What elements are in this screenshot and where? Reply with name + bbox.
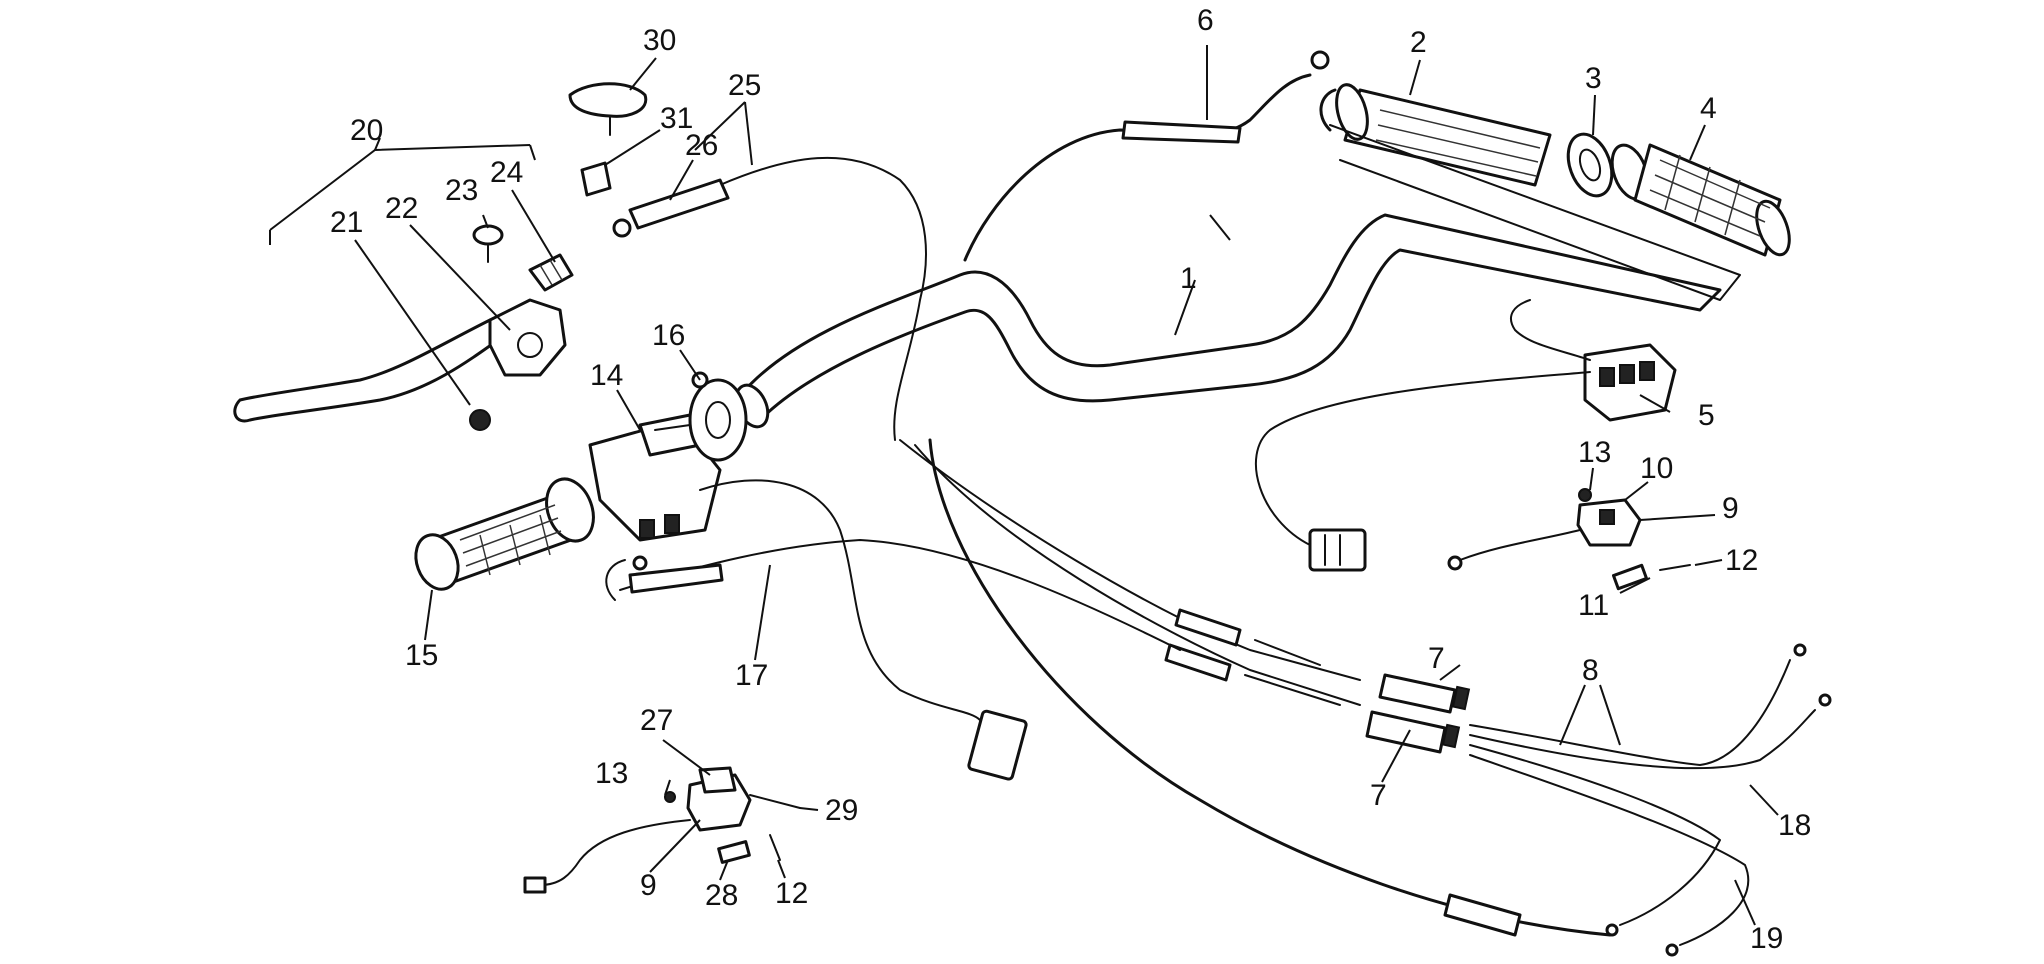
left-switch-harness <box>699 479 1028 781</box>
handlebar <box>734 213 1722 429</box>
callout-21: 21 <box>330 206 363 239</box>
clutch-lever-assembly <box>233 298 567 431</box>
callout-15: 15 <box>405 639 438 672</box>
right-switch-assembly <box>1254 299 1677 572</box>
right-brake-switch <box>1447 488 1691 591</box>
callout-20: 20 <box>350 114 383 147</box>
callout-5: 5 <box>1698 399 1715 432</box>
leader-lines <box>269 45 1779 926</box>
callout-27: 27 <box>640 704 673 737</box>
callout-13-left: 13 <box>595 757 628 790</box>
callout-4: 4 <box>1700 92 1717 125</box>
callout-6: 6 <box>1197 4 1214 37</box>
callouts: 1 2 3 4 5 6 7 7 8 9 9 10 11 12 12 13 13 … <box>330 4 1811 955</box>
callout-1: 1 <box>1180 262 1197 295</box>
callout-23: 23 <box>445 174 478 207</box>
callout-8: 8 <box>1582 654 1599 687</box>
callout-12-right: 12 <box>1725 544 1758 577</box>
left-grip <box>414 477 595 591</box>
lever-adjuster <box>472 224 574 292</box>
callout-29: 29 <box>825 794 858 827</box>
callout-3: 3 <box>1585 62 1602 95</box>
callout-13-right: 13 <box>1578 436 1611 469</box>
left-brake-switch <box>523 766 801 894</box>
callout-9-left: 9 <box>640 869 657 902</box>
callout-11: 11 <box>1578 589 1609 622</box>
callout-17: 17 <box>735 659 768 692</box>
callout-2: 2 <box>1410 26 1427 59</box>
right-grip-rubber <box>1633 143 1791 257</box>
callout-14: 14 <box>590 359 623 392</box>
throttle-clamp <box>688 371 748 462</box>
cap-and-nut <box>568 82 648 197</box>
callout-30: 30 <box>643 24 676 57</box>
callout-16: 16 <box>652 319 685 352</box>
long-cables <box>899 438 1612 937</box>
throttle-grip <box>1319 83 1552 187</box>
cable-adjusters <box>1365 673 1471 754</box>
choke-cable <box>612 156 927 441</box>
callout-10: 10 <box>1640 452 1673 485</box>
callout-24: 24 <box>490 156 523 189</box>
callout-25: 25 <box>728 69 761 102</box>
throttle-cables <box>1469 643 1832 957</box>
callout-7-top: 7 <box>1428 642 1445 675</box>
clutch-cable <box>605 539 1181 651</box>
callout-12-left: 12 <box>775 877 808 910</box>
callout-26: 26 <box>685 129 718 162</box>
callout-22: 22 <box>385 192 418 225</box>
callout-7-bottom: 7 <box>1370 779 1387 812</box>
callout-18: 18 <box>1778 809 1811 842</box>
callout-28: 28 <box>705 879 738 912</box>
left-switch-housing <box>588 413 722 542</box>
cable-6 <box>963 50 1330 262</box>
callout-31: 31 <box>660 102 693 135</box>
bar-end-sleeve <box>1329 124 1741 301</box>
callout-19: 19 <box>1750 922 1783 955</box>
callout-9-right: 9 <box>1722 492 1739 525</box>
